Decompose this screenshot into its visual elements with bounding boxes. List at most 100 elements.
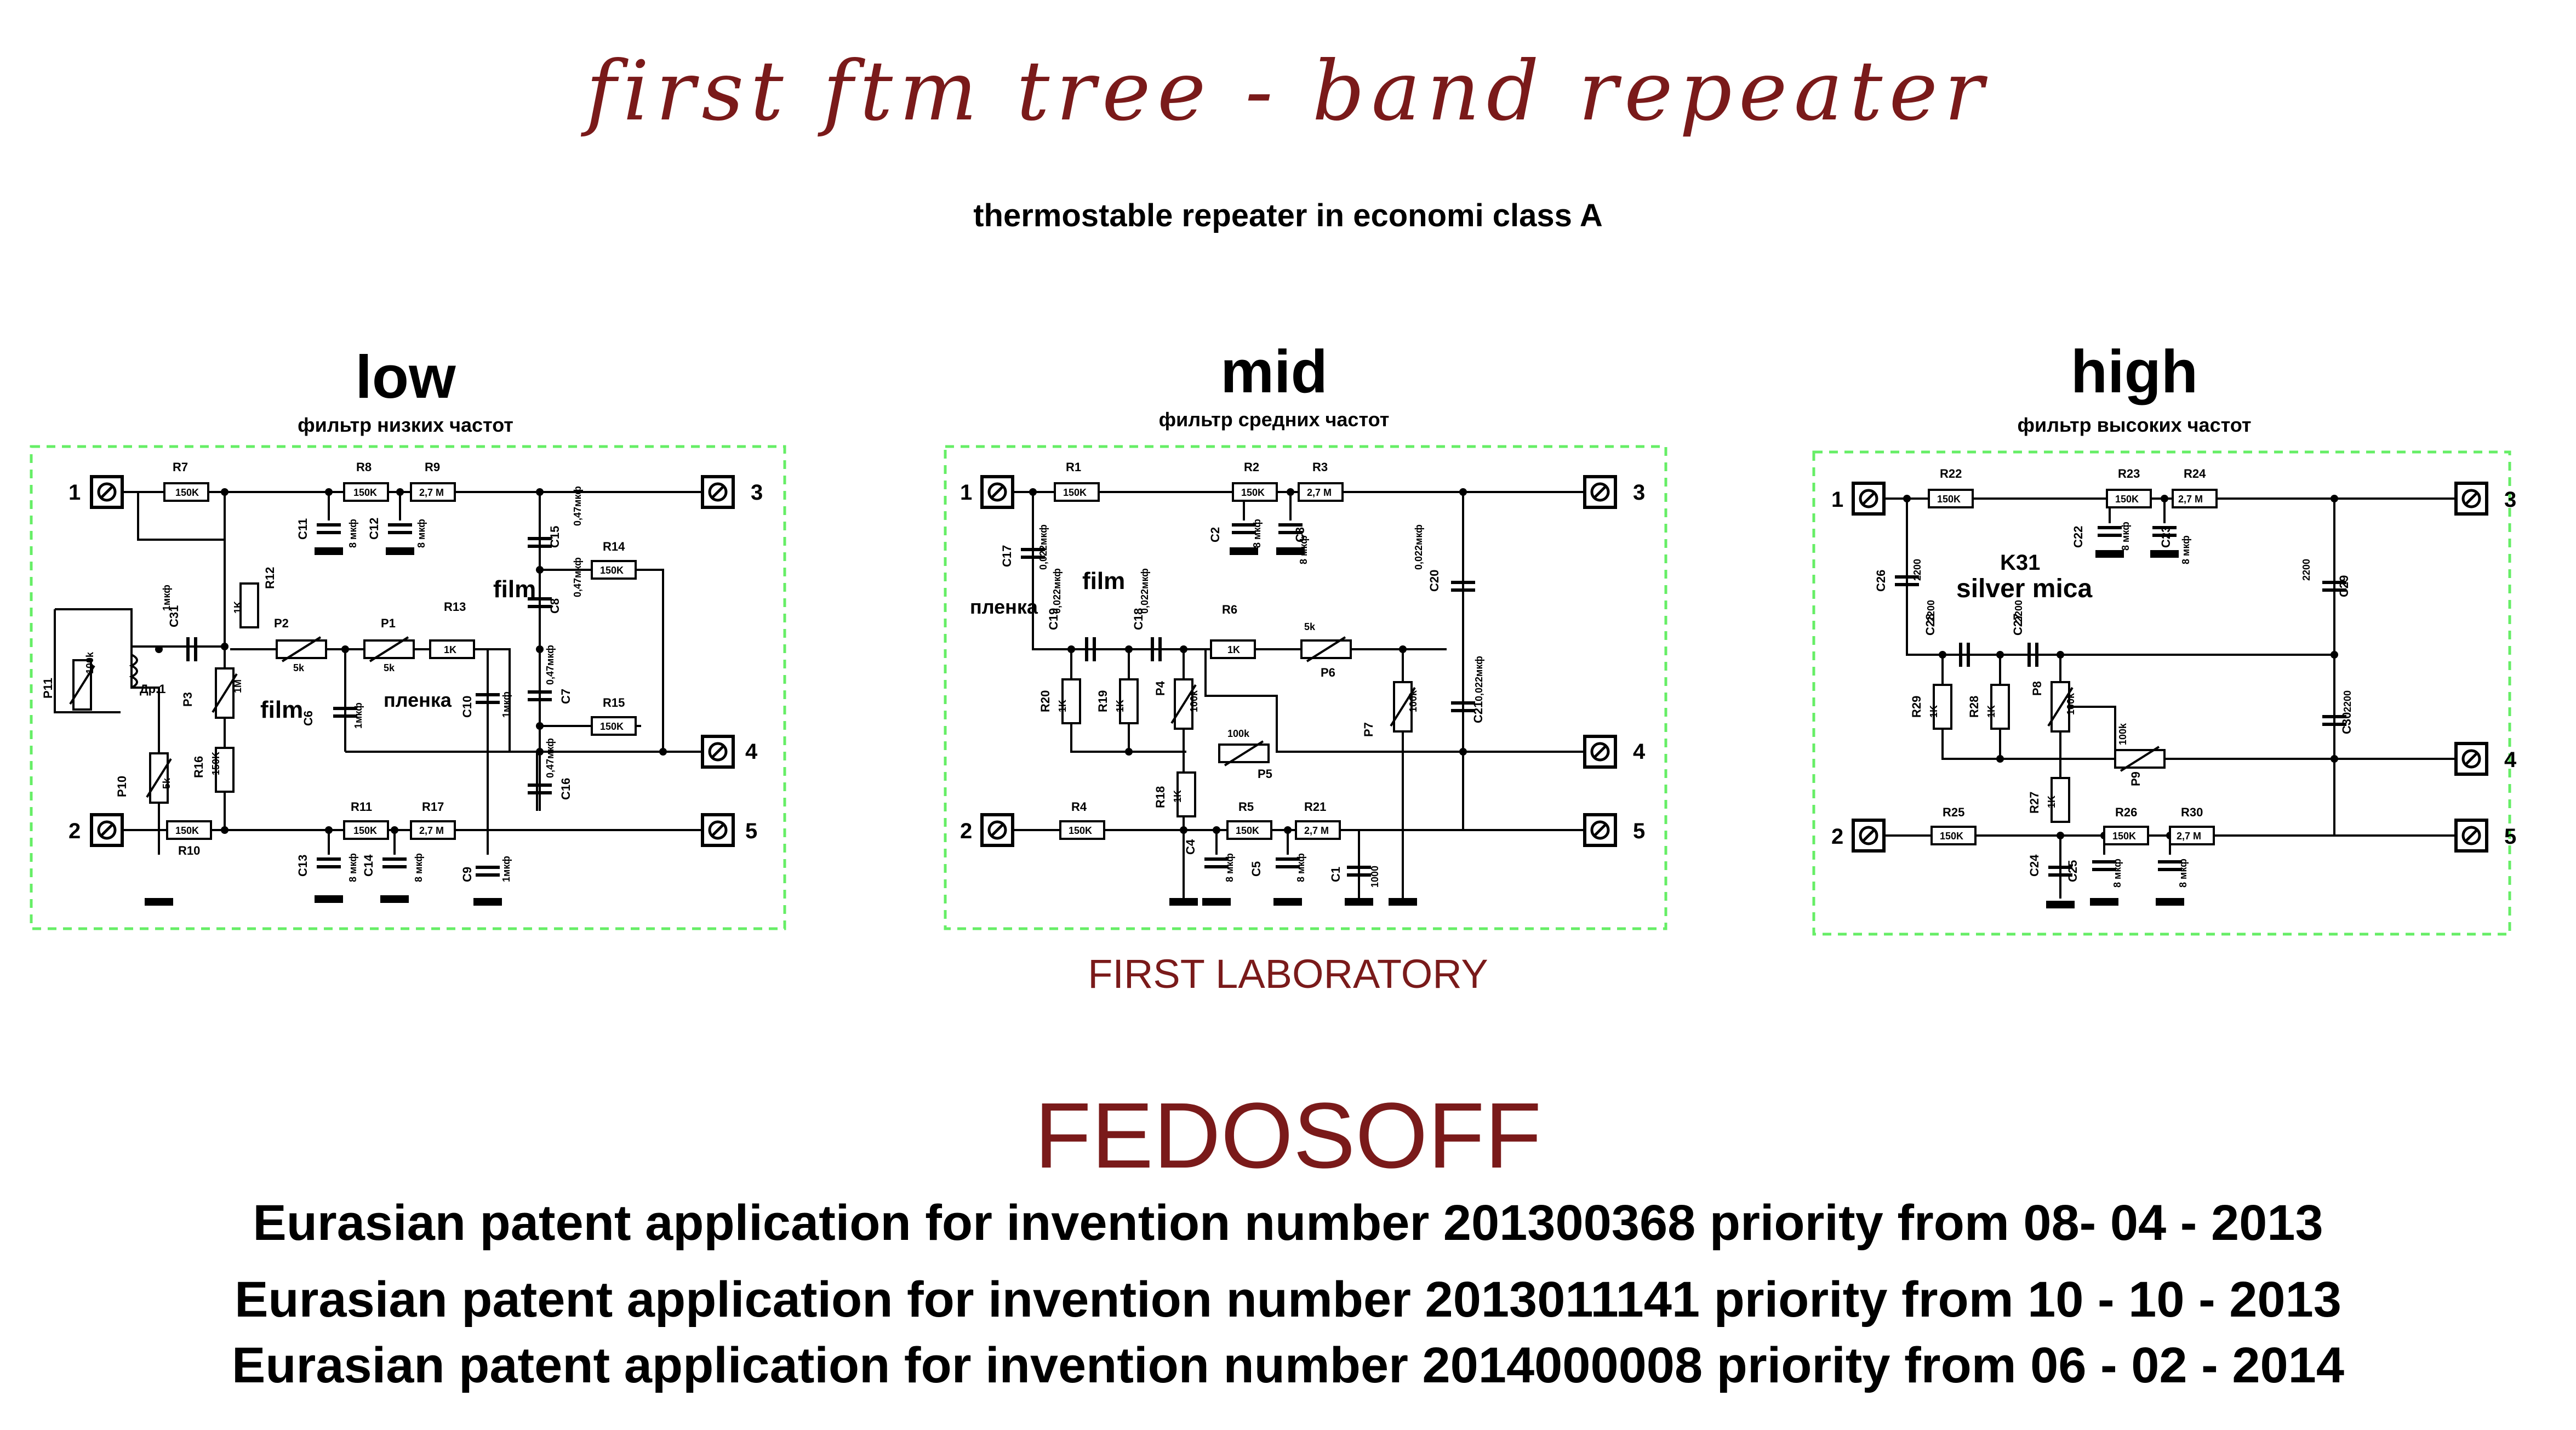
label-c4: C4 — [1184, 839, 1197, 855]
value-r11: 150K — [353, 825, 377, 836]
terminal-5-high — [2456, 820, 2487, 851]
label-plenka-mid: пленка — [970, 596, 1038, 618]
high-section-border — [1812, 450, 2511, 936]
value-c2: 8 мкф — [1252, 519, 1263, 548]
value-r29: 1K — [1928, 705, 1939, 718]
value-r7: 150K — [175, 487, 199, 498]
label-c9: C9 — [460, 867, 474, 882]
value-c6: 1мкф — [353, 702, 364, 729]
value-r13: 1K — [444, 644, 456, 655]
terminal-label-2-low: 2 — [68, 819, 81, 843]
value-c16: 0,47мкф — [545, 738, 556, 778]
label-r4: R4 — [1071, 800, 1087, 814]
value-r27: 1K — [2046, 796, 2057, 808]
label-r14: R14 — [603, 540, 625, 553]
value-r14: 150K — [600, 565, 624, 576]
label-c22: C22 — [2071, 526, 2085, 548]
label-film-mid: film — [1082, 568, 1125, 594]
value-r21: 2,7 M — [1304, 825, 1329, 836]
label-p6: P6 — [1321, 666, 1335, 679]
label-dr1: Др.1 — [140, 682, 165, 696]
label-c29: C29 — [2337, 575, 2351, 597]
label-r17: R17 — [422, 800, 444, 814]
value-r12: 1K — [232, 601, 243, 614]
label-c23: C23 — [2159, 526, 2173, 548]
value-r22: 150K — [1937, 494, 1961, 505]
value-c13: 8 мкф — [347, 853, 358, 882]
author-name: FEDOSOFF — [1034, 1084, 1542, 1188]
label-r7: R7 — [173, 460, 188, 474]
value-r19: 1K — [1115, 700, 1126, 712]
label-c24: C24 — [2027, 854, 2041, 877]
label-plenka-low: пленка — [384, 689, 452, 711]
value-c22: 8 мкф — [2120, 522, 2131, 551]
section-title-high: high — [2070, 338, 2198, 405]
label-c5: C5 — [1249, 861, 1263, 877]
value-p4: 100k — [1189, 690, 1200, 712]
patent-line-3: Eurasian patent application for inventio… — [231, 1337, 2344, 1393]
mid-section-border — [944, 445, 1667, 930]
label-r15: R15 — [603, 696, 625, 710]
terminal-label-4-mid: 4 — [1633, 740, 1646, 764]
label-c15: C15 — [548, 526, 562, 548]
value-p11: 100k — [84, 651, 95, 674]
value-c27: 2200 — [2013, 600, 2024, 622]
section-title-mid: mid — [1220, 338, 1328, 405]
label-c3: C3 — [1293, 527, 1307, 542]
label-r13: R13 — [444, 600, 466, 614]
label-r27: R27 — [2027, 792, 2041, 814]
terminal-label-5-low: 5 — [745, 819, 757, 843]
label-p2: P2 — [274, 616, 289, 630]
value-r8: 150K — [353, 487, 377, 498]
value-c31: 1мкф — [161, 585, 172, 611]
label-p7: P7 — [1362, 722, 1375, 737]
label-r30: R30 — [2181, 805, 2203, 819]
label-p4: P4 — [1153, 680, 1167, 696]
terminal-1-low — [92, 477, 122, 507]
value-c9: 1мкф — [501, 856, 512, 882]
value-p1: 5k — [384, 662, 395, 673]
value-r3: 2,7 M — [1307, 487, 1332, 498]
value-c7: 0,47мкф — [545, 645, 556, 685]
value-c8: 0,47мкф — [572, 557, 583, 597]
lab-name: FIRST LABORATORY — [1088, 951, 1488, 997]
low-junction-dots — [155, 488, 667, 834]
patent-line-2: Eurasian patent application for inventio… — [235, 1272, 2341, 1328]
value-c10: 1мкф — [501, 691, 512, 718]
terminal-label-4-high: 4 — [2504, 748, 2517, 772]
value-r30: 2,7 M — [2177, 831, 2201, 842]
value-r25: 150K — [1940, 831, 1963, 842]
label-r23: R23 — [2118, 467, 2140, 481]
label-r11: R11 — [351, 800, 372, 814]
terminal-label-1-mid: 1 — [960, 481, 972, 505]
label-c20: C20 — [1427, 570, 1441, 592]
page-subtitle: thermostable repeater in economi class A — [973, 198, 1603, 233]
label-c26: C26 — [1874, 570, 1888, 592]
value-c20: 0,022мкф — [1413, 524, 1424, 570]
label-r28: R28 — [1967, 696, 1981, 718]
terminal-1-high — [1853, 483, 1884, 514]
label-r1: R1 — [1066, 460, 1081, 474]
label-c7: C7 — [559, 689, 573, 704]
section-subtitle-low: фильтр низких частот — [298, 414, 513, 436]
value-c1: 1000 — [1369, 866, 1380, 888]
value-c25: 8 мкф — [2112, 859, 2123, 888]
label-r12: R12 — [263, 567, 277, 589]
terminal-3-low — [702, 477, 733, 507]
high-filter-schematic: R22 150K R23 150K R24 2,7 M R25 150K R26… — [1812, 450, 2511, 936]
terminal-label-2-mid: 2 — [960, 819, 972, 843]
mid-filter-schematic: R1 150K R2 150K R3 2,7 M R4 150K R5 150K… — [944, 445, 1667, 930]
label-p3: P3 — [181, 692, 195, 707]
label-r6: R6 — [1222, 603, 1237, 616]
label-c27: C27 — [2011, 614, 2025, 636]
terminal-1-mid — [982, 477, 1013, 507]
label-c10: C10 — [460, 696, 474, 718]
label-p11: P11 — [41, 678, 55, 699]
label-r24: R24 — [2184, 467, 2206, 481]
label-p5: P5 — [1258, 767, 1272, 781]
value-c23: 8 мкф — [2180, 535, 2191, 564]
value-c26: 2200 — [1912, 559, 1923, 581]
section-subtitle-mid: фильтр средних частот — [1158, 408, 1390, 431]
label-c17: C17 — [1000, 545, 1014, 567]
label-film-low: film — [260, 696, 303, 723]
